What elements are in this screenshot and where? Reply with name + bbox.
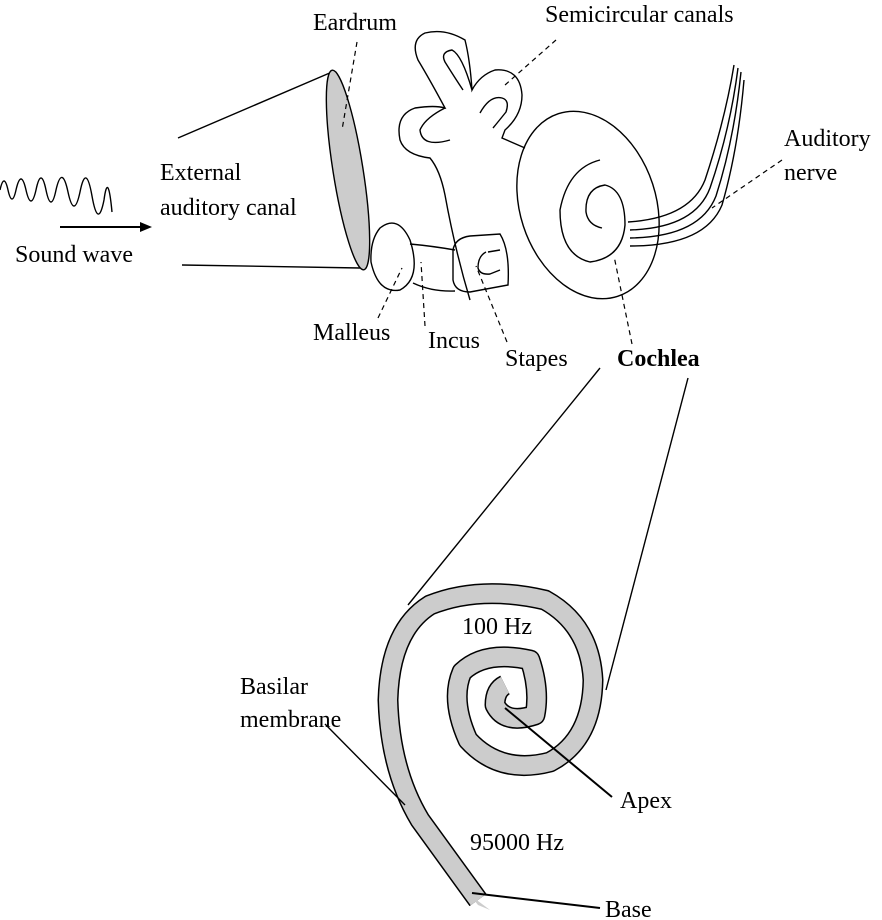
label-stapes: Stapes [505, 346, 568, 372]
external-auditory-canal [177, 71, 361, 269]
label-auditory-nerve-line1: Auditory [784, 126, 871, 152]
label-95000hz: 95000 Hz [470, 830, 564, 856]
base-leader [471, 892, 601, 909]
malleus-leader [377, 267, 403, 319]
arrow-icon [60, 222, 152, 232]
cochlea [516, 110, 660, 300]
stapes [452, 233, 510, 293]
label-sound-wave: Sound wave [15, 242, 133, 268]
label-malleus: Malleus [313, 320, 390, 346]
apex-leader [504, 707, 613, 798]
eardrum [325, 69, 371, 271]
label-auditory-nerve-line2: nerve [784, 160, 837, 186]
eardrum-leader [341, 41, 358, 131]
cochlea-leader [613, 255, 633, 345]
label-semicircular-canals: Semicircular canals [545, 2, 734, 28]
label-base: Base [605, 897, 652, 920]
canals-leader [504, 39, 557, 86]
malleus [370, 222, 415, 292]
semicircular-canals [398, 30, 526, 301]
label-100hz: 100 Hz [462, 614, 532, 640]
stapes-leader [475, 265, 508, 343]
incus [409, 243, 456, 292]
basilar-membrane-spiral [377, 583, 604, 910]
label-incus: Incus [428, 328, 480, 354]
sound-wave-icon [0, 176, 113, 215]
label-external-canal-line2: auditory canal [160, 195, 297, 221]
label-cochlea: Cochlea [617, 346, 700, 372]
label-eardrum: Eardrum [313, 10, 397, 36]
label-basilar-line2: membrane [240, 707, 341, 733]
nerve-leader [711, 159, 783, 209]
label-apex: Apex [620, 788, 672, 814]
zoom-line-right [605, 377, 689, 691]
label-external-canal-line1: External [160, 160, 242, 186]
auditory-nerve [627, 64, 745, 247]
incus-leader [420, 261, 426, 327]
label-basilar-line1: Basilar [240, 674, 308, 700]
zoom-line-left [407, 367, 601, 606]
basilar-leader [324, 723, 406, 806]
